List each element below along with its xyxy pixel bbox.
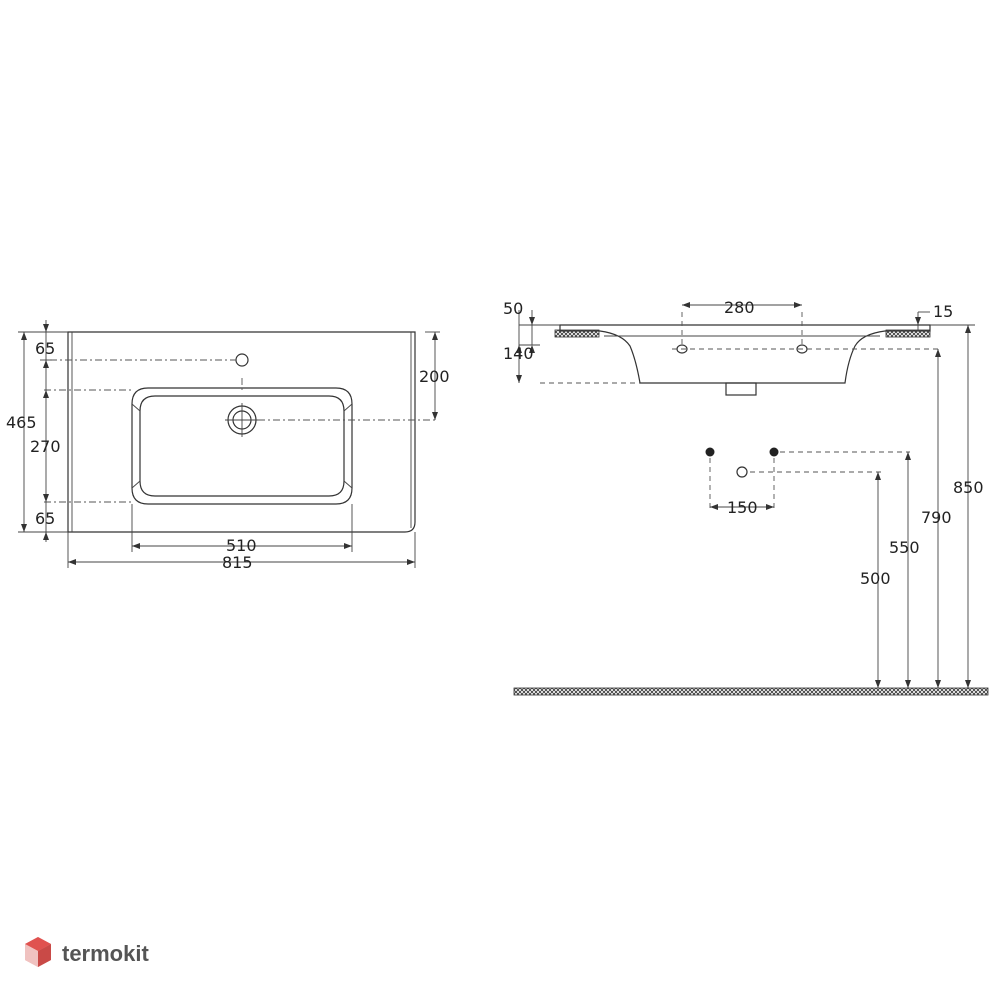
- side-view: 50 140 280 15 150 500 550 790 850: [503, 298, 989, 696]
- plan-view: 65 200 465 270 65 510 815: [6, 320, 450, 572]
- termokit-logo: termokit: [25, 937, 149, 967]
- basin-profile: [559, 324, 931, 384]
- dim-supply-spacing: 150: [727, 498, 758, 517]
- drain-stub: [725, 382, 757, 396]
- countertop-outline: [67, 331, 416, 533]
- logo-text: termokit: [62, 941, 149, 966]
- dim-edge-thickness: 15: [933, 302, 953, 321]
- basin-bowl-inner: [139, 395, 345, 497]
- dim-total-width: 815: [222, 553, 253, 572]
- floor-line: [513, 687, 989, 696]
- dim-total-depth: 465: [6, 413, 37, 432]
- supply-point-right: [769, 447, 779, 457]
- dim-fixing-height: 790: [921, 508, 952, 527]
- dim-top-height: 850: [953, 478, 984, 497]
- dim-bowl-width: 510: [226, 536, 257, 555]
- dim-tap-to-drain: 200: [419, 367, 450, 386]
- dim-supply-height: 550: [889, 538, 920, 557]
- cube-icon: [25, 937, 51, 967]
- supply-point-left: [705, 447, 715, 457]
- dim-hole-spacing: 280: [724, 298, 755, 317]
- dim-rim-thickness: 50: [503, 299, 523, 318]
- dim-drain-height: 500: [860, 569, 891, 588]
- dim-tap-offset: 65: [35, 339, 55, 358]
- dim-bowl-depth: 270: [30, 437, 61, 456]
- dim-front-offset: 65: [35, 509, 55, 528]
- dim-basin-height: 140: [503, 344, 534, 363]
- drain-point: [736, 466, 748, 478]
- tap-hole: [235, 353, 249, 367]
- basin-bowl-outer: [131, 387, 353, 505]
